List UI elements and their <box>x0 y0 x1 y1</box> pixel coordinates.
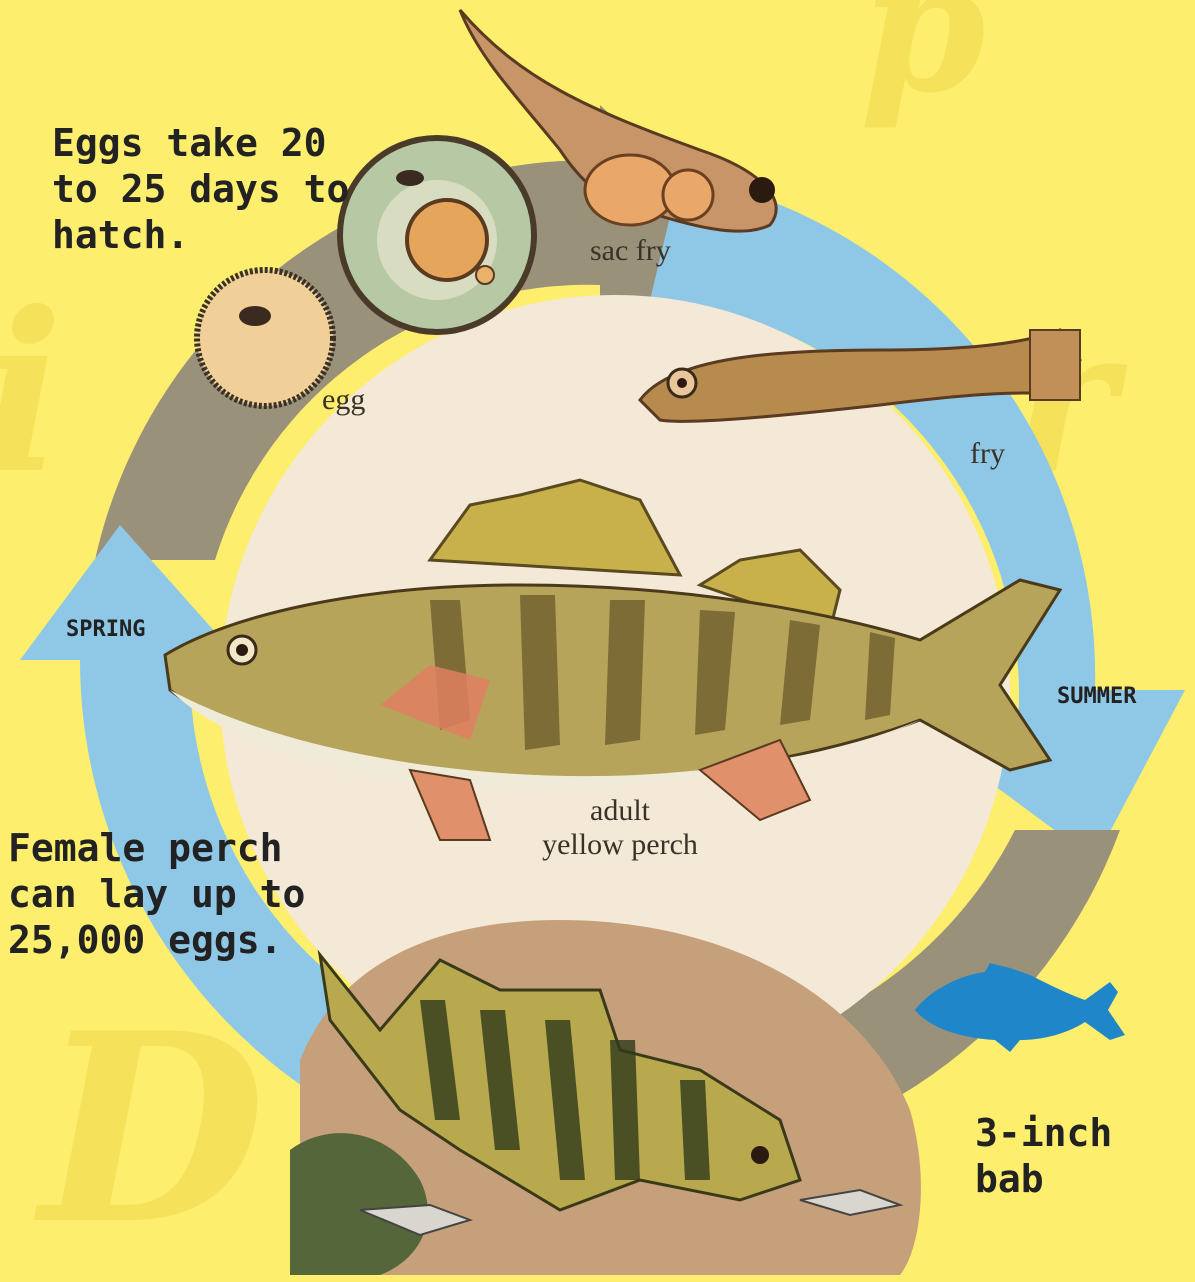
developing-egg-illustration <box>340 138 534 332</box>
stage-label-egg: egg <box>322 383 365 417</box>
female-eggs-note: Female perch can lay up to 25,000 eggs. <box>8 825 305 963</box>
eggs-hatch-note: Eggs take 20 to 25 days to hatch. <box>52 120 349 258</box>
stage-label-adult: adult yellow perch <box>520 794 720 862</box>
season-spring: SPRING <box>66 617 145 642</box>
svg-text:i: i <box>0 263 64 522</box>
svg-text:p: p <box>860 0 986 133</box>
stage-label-sac-fry: sac fry <box>590 234 671 268</box>
season-summer: SUMMER <box>1057 684 1136 709</box>
egg-illustration <box>197 270 333 406</box>
baby-note: 3-inch bab <box>975 1110 1195 1202</box>
stage-label-fry: fry <box>970 437 1005 471</box>
